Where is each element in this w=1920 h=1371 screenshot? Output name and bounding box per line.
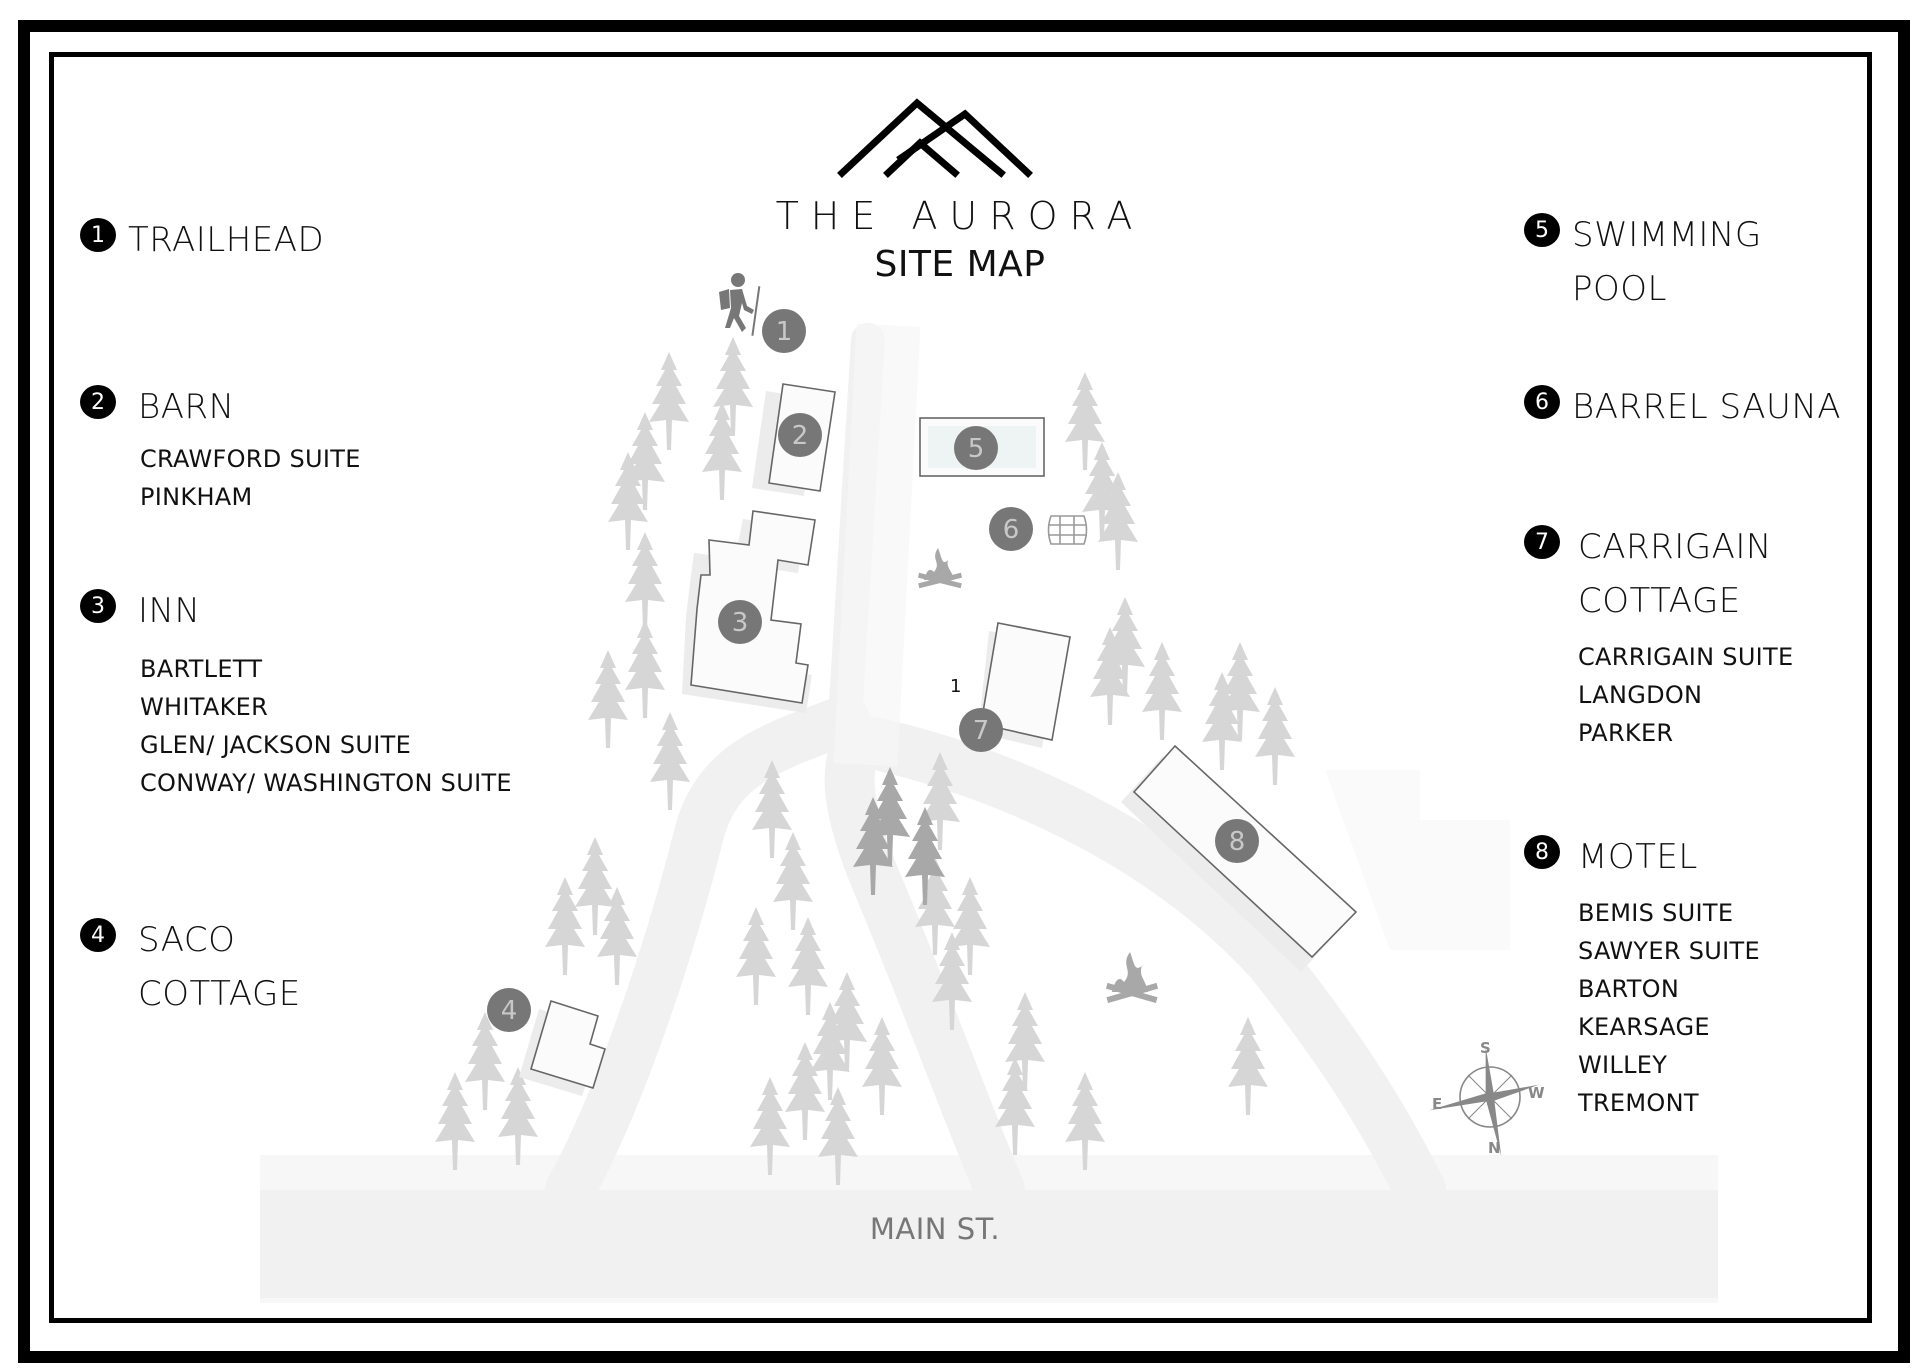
legend-room: GLEN/ JACKSON SUITE [140, 731, 412, 759]
legend-number-badge: 1 [80, 218, 116, 252]
motel-lot [1325, 770, 1510, 950]
marker-6[interactable]: 6 [989, 507, 1033, 551]
svg-text:S: S [1480, 1039, 1491, 1057]
legend-room: CRAWFORD SUITE [140, 445, 361, 473]
legend-title: BARN [138, 387, 235, 427]
svg-text:3: 3 [732, 608, 749, 638]
legend-item-trailhead: 1 TRAILHEAD [80, 213, 324, 267]
compass-icon: S W E N [1428, 1039, 1545, 1157]
saco-cottage-building [530, 999, 606, 1089]
legend-room: SAWYER SUITE [1578, 937, 1760, 965]
marker-1[interactable]: 1 [762, 309, 806, 353]
marker-5[interactable]: 5 [954, 426, 998, 470]
legend-room: BEMIS SUITE [1578, 899, 1734, 927]
inner-frame [49, 52, 1872, 1323]
svg-text:N: N [1488, 1139, 1501, 1157]
legend-room: KEARSAGE [1578, 1013, 1710, 1041]
legend-room: TREMONT [1578, 1089, 1699, 1117]
legend-title: TRAILHEAD [128, 220, 325, 260]
outer-frame [18, 20, 1910, 1363]
legend-number-badge: 3 [80, 589, 116, 623]
legend-item-barn: 2 BARN CRAWFORD SUITE PINKHAM [80, 380, 361, 516]
legend-room: WILLEY [1578, 1051, 1668, 1079]
barrel-icon [1047, 515, 1088, 545]
svg-text:2: 2 [792, 421, 809, 451]
site-map-subtitle: SITE MAP [874, 244, 1046, 285]
legend-title: SWIMMING [1572, 215, 1762, 255]
legend-number-badge: 5 [1524, 213, 1560, 247]
marker-7[interactable]: 7 [959, 708, 1003, 752]
legend-item-motel: 8 MOTEL BEMIS SUITE SAWYER SUITE BARTON … [1524, 830, 1760, 1122]
hiker-icon [719, 273, 761, 336]
marker-8[interactable]: 8 [1215, 819, 1259, 863]
svg-text:4: 4 [501, 996, 518, 1026]
svg-text:W: W [1528, 1084, 1545, 1102]
legend-number-badge: 7 [1524, 525, 1560, 559]
legend-title: SACO [138, 920, 236, 960]
legend-item-swimming-pool: 5 SWIMMING POOL [1524, 208, 1762, 316]
marker-3[interactable]: 3 [718, 600, 762, 644]
brand-name: THE AURORA [775, 194, 1145, 238]
stray-number-label: 1 [950, 676, 962, 697]
legend-item-saco-cottage: 4 SACO COTTAGE [80, 913, 301, 1021]
main-street [260, 1155, 1718, 1303]
campfire-icon [1105, 952, 1159, 1004]
legend-title: MOTEL [1578, 837, 1698, 877]
legend-item-barrel-sauna: 6 BARREL SAUNA [1524, 380, 1841, 434]
svg-text:8: 8 [1229, 827, 1246, 857]
marker-4[interactable]: 4 [487, 988, 531, 1032]
svg-text:5: 5 [968, 434, 985, 464]
legend-number-badge: 8 [1524, 835, 1560, 869]
legend-room: WHITAKER [140, 693, 269, 721]
legend-room: CONWAY/ WASHINGTON SUITE [140, 769, 512, 797]
street-label: MAIN ST. [869, 1212, 1001, 1246]
legend-item-carrigain-cottage: 7 CARRIGAIN COTTAGE CARRIGAIN SUITE LANG… [1524, 520, 1793, 752]
legend-title-line2: COTTAGE [1578, 581, 1741, 621]
legend-room: PINKHAM [140, 483, 253, 511]
carrigain-cottage-building [980, 622, 1071, 741]
road-shoulder [833, 323, 921, 767]
legend-room: LANGDON [1578, 681, 1703, 709]
map-markers: 1 2 3 4 5 6 7 8 [487, 309, 1259, 1032]
svg-text:7: 7 [973, 716, 990, 746]
legend-item-inn: 3 INN BARTLETT WHITAKER GLEN/ JACKSON SU… [80, 584, 512, 802]
legend-title: INN [138, 591, 201, 631]
svg-text:6: 6 [1003, 515, 1020, 545]
mountains-icon [837, 98, 1033, 178]
legend-room: PARKER [1578, 719, 1674, 747]
legend-title-line2: POOL [1572, 269, 1667, 309]
legend-room: BARTON [1578, 975, 1680, 1003]
legend-room: BARTLETT [140, 655, 263, 683]
legend-number-badge: 4 [80, 918, 116, 952]
legend-title: CARRIGAIN [1578, 527, 1772, 567]
svg-text:E: E [1432, 1095, 1442, 1113]
svg-text:1: 1 [776, 317, 793, 347]
legend-title-line2: COTTAGE [138, 974, 301, 1014]
marker-2[interactable]: 2 [778, 413, 822, 457]
legend-title: BARREL SAUNA [1572, 387, 1842, 427]
legend-number-badge: 6 [1524, 385, 1560, 419]
legend-room: CARRIGAIN SUITE [1578, 643, 1794, 671]
legend-number-badge: 2 [80, 385, 116, 419]
campfire-icon [917, 548, 963, 589]
